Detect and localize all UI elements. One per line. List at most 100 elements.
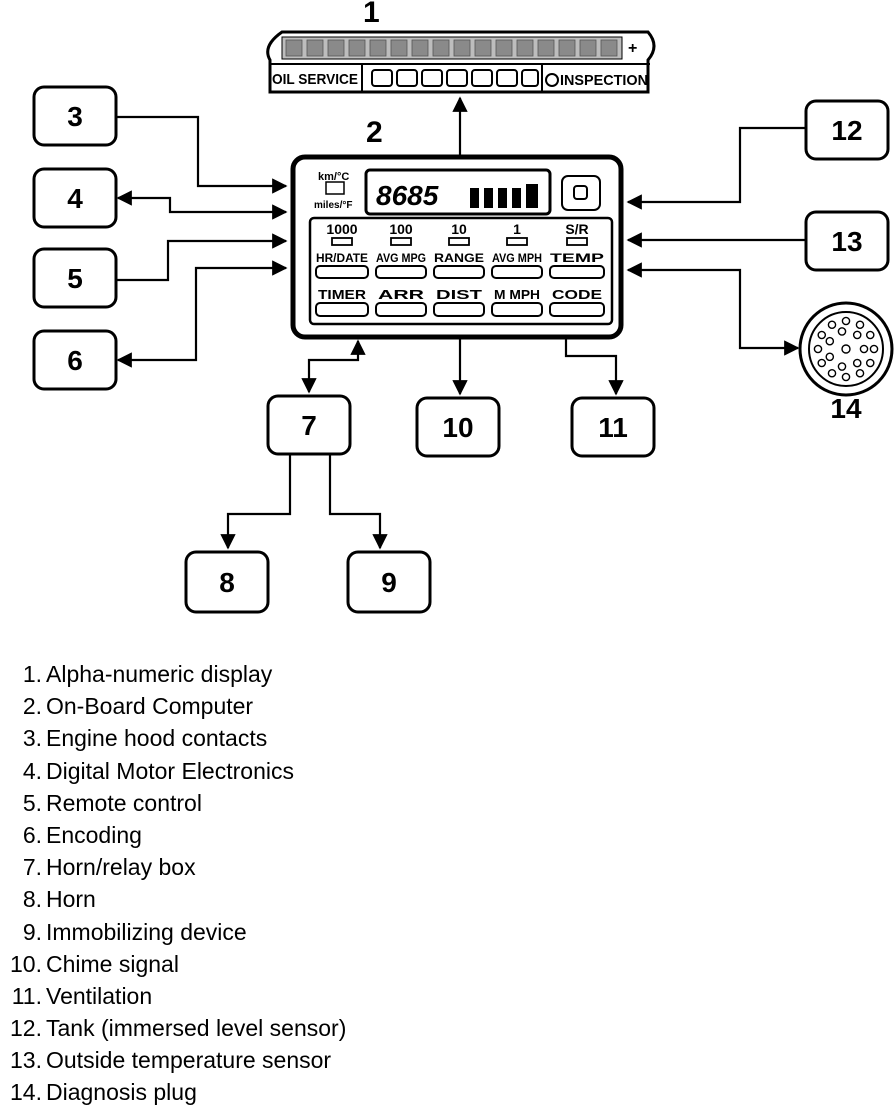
- dot-matrix-cell: [327, 39, 345, 57]
- box-9-label: 9: [381, 567, 397, 598]
- function-key: [491, 265, 543, 279]
- legend-text: Diagnosis plug: [46, 1079, 197, 1106]
- function-label: AVG MPH: [492, 251, 542, 265]
- dot-matrix-cell: [495, 39, 513, 57]
- legend-text: Ventilation: [46, 982, 153, 1009]
- plug-pin: [837, 327, 847, 336]
- dot-matrix-cell: [516, 39, 534, 57]
- box-11-label: 11: [598, 412, 628, 443]
- box-6: 6: [32, 329, 118, 391]
- plug-pin: [841, 372, 851, 382]
- plug-pin: [841, 316, 851, 326]
- legend-number: 6.: [22, 821, 42, 848]
- function-label: TIMER: [318, 287, 367, 302]
- plug-pin: [827, 368, 837, 378]
- connector-7-to-2: [301, 339, 366, 394]
- decade-label: 10: [451, 221, 467, 237]
- legend-number: 9.: [22, 918, 42, 945]
- plug-pin: [865, 358, 875, 368]
- plug-pin: [827, 320, 837, 330]
- connector-7-to-8: [220, 454, 292, 550]
- dot-matrix-cell: [390, 39, 408, 57]
- box-12-label: 12: [831, 115, 862, 146]
- box-7-label: 7: [301, 410, 317, 441]
- box-6-label: 6: [67, 345, 83, 376]
- legend-item: 13.Outside temperature sensor: [0, 1044, 700, 1076]
- display-number-label: 1: [363, 0, 380, 29]
- legend-text: Outside temperature sensor: [46, 1047, 332, 1074]
- legend-text: Encoding: [46, 821, 142, 848]
- decade-label: 1000: [326, 221, 357, 237]
- legend-item: 2.On-Board Computer: [0, 690, 700, 722]
- decade-label: 100: [389, 221, 413, 237]
- dot-matrix-cell: [369, 39, 387, 57]
- legend-number: 13.: [10, 1047, 42, 1074]
- plug-pin: [859, 344, 869, 354]
- connector-12-to-2: [626, 126, 806, 210]
- legend-item: 10.Chime signal: [0, 948, 700, 980]
- box-5-label: 5: [67, 263, 83, 294]
- box-10-label: 10: [442, 412, 473, 443]
- legend-number: 10.: [10, 950, 42, 977]
- inspection-clock-icon: [545, 73, 559, 87]
- legend-text: Tank (immersed level sensor): [46, 1015, 347, 1042]
- plug-pin: [825, 352, 835, 362]
- box-13: 13: [804, 210, 890, 272]
- legend-text: On-Board Computer: [46, 693, 254, 720]
- dot-matrix-cell: [558, 39, 576, 57]
- dot-matrix-cell: [600, 39, 618, 57]
- plug-number-label: 14: [830, 393, 862, 424]
- legend-number: 12.: [10, 1015, 42, 1042]
- plug-pin: [869, 344, 879, 354]
- unit-indicator: [325, 181, 345, 195]
- legend-item: 12.Tank (immersed level sensor): [0, 1012, 700, 1044]
- service-indicator-lamps: [371, 69, 539, 87]
- decade-indicator: [390, 237, 412, 246]
- alpha-numeric-display: OIL SERVICE INSPECTION +: [266, 30, 656, 94]
- box-12: 12: [804, 99, 890, 161]
- plug-pin: [837, 362, 847, 371]
- dot-matrix-cell: [432, 39, 450, 57]
- decade-label: S/R: [565, 221, 588, 237]
- legend-text: Horn/relay box: [46, 854, 196, 881]
- function-key: [315, 265, 369, 279]
- box-3-label: 3: [67, 101, 83, 132]
- lcd-bar-segments: [470, 184, 538, 208]
- legend-text: Horn: [46, 886, 96, 913]
- decade-indicator: [331, 237, 353, 246]
- box-7: 7: [266, 394, 352, 456]
- function-label: HR/DATE: [316, 251, 368, 265]
- legend-item: 1.Alpha-numeric display: [0, 658, 700, 690]
- legend-item: 3.Engine hood contacts: [0, 722, 700, 754]
- connector-7-to-9: [328, 454, 388, 550]
- function-label: DIST: [436, 287, 482, 302]
- plug-pin: [817, 358, 827, 368]
- km-celsius-label: km/°C: [318, 171, 349, 183]
- legend-text: Alpha-numeric display: [46, 661, 273, 687]
- plug-pin: [825, 336, 835, 346]
- legend-number: 4.: [22, 757, 42, 784]
- legend-text: Immobilizing device: [46, 918, 247, 945]
- connector-5-to-2: [116, 233, 288, 282]
- plug-pin: [855, 320, 865, 330]
- decade-indicator: [448, 237, 470, 246]
- on-board-computer: km/°C miles/°F 8685 1000HR/DATETIMER100A…: [290, 154, 624, 340]
- box-8: 8: [184, 550, 270, 614]
- legend-item: 8.Horn: [0, 883, 700, 915]
- box-3: 3: [32, 85, 118, 147]
- box-5: 5: [32, 247, 118, 309]
- legend-text: Digital Motor Electronics: [46, 757, 294, 784]
- miles-fahrenheit-label: miles/°F: [314, 200, 352, 211]
- function-key: [491, 302, 543, 317]
- legend-text: Engine hood contacts: [46, 725, 268, 752]
- plug-pin: [852, 358, 862, 368]
- function-key: [433, 302, 485, 317]
- dot-matrix-cell: [411, 39, 429, 57]
- function-label: ARR: [378, 287, 425, 302]
- connector-4-to-2: [116, 190, 288, 220]
- oil-service-label: OIL SERVICE: [272, 71, 358, 88]
